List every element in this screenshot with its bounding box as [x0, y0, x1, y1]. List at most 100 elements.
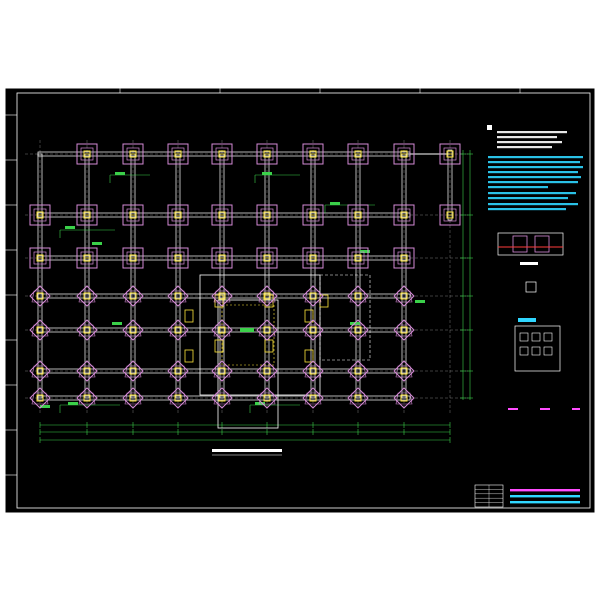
footing-step	[395, 365, 413, 378]
footing-outline	[256, 387, 278, 409]
column-icon	[446, 211, 454, 219]
footing-step	[349, 365, 367, 378]
dimension-layer	[39, 150, 473, 443]
footing-outline	[211, 285, 233, 307]
square-footing-icon	[29, 204, 51, 226]
diamond-footing-icon	[393, 285, 415, 307]
square-footing-icon	[122, 204, 144, 226]
column-icon	[309, 292, 317, 300]
note-text-line	[497, 146, 552, 149]
pile-detail	[525, 281, 537, 293]
footing-outline	[256, 204, 278, 226]
footing-outline	[256, 285, 278, 307]
column-icon	[354, 254, 362, 262]
diamond-footing-icon	[167, 285, 189, 307]
column-icon	[309, 367, 317, 375]
diamond-footing-icon	[256, 285, 278, 307]
footing-outline	[122, 319, 144, 341]
diamond-footing-icon	[29, 387, 51, 409]
column-icon	[354, 150, 362, 158]
footing-step	[258, 365, 276, 378]
legend-row	[488, 398, 583, 402]
footing-outline	[29, 360, 51, 382]
column-icon	[400, 211, 408, 219]
diamond-footing-icon	[122, 319, 144, 341]
column-icon	[83, 254, 91, 262]
column-icon	[36, 367, 44, 375]
footing-outline	[302, 285, 324, 307]
footing-outline	[393, 285, 415, 307]
square-footing-icon	[167, 247, 189, 269]
section-detail-outline	[497, 232, 564, 256]
square-footing-icon	[393, 143, 415, 165]
footing-outline	[302, 360, 324, 382]
general-notes	[487, 125, 583, 211]
column-icon	[309, 211, 317, 219]
column-icon	[218, 326, 226, 334]
plan-detail-outline	[514, 325, 561, 372]
diamond-footing-icon	[167, 387, 189, 409]
footing-outline	[256, 247, 278, 269]
dimension-text-mark	[115, 172, 125, 175]
column-icon	[400, 367, 408, 375]
footing-outline	[347, 387, 369, 409]
column-icon	[263, 367, 271, 375]
footing-step	[260, 251, 274, 265]
footing-outline	[211, 143, 233, 165]
section-caption-mark	[520, 262, 538, 265]
footing-outline	[122, 247, 144, 269]
diamond-footing-icon	[211, 319, 233, 341]
footing-outline	[211, 247, 233, 269]
column-icon	[218, 292, 226, 300]
footing-outline	[347, 247, 369, 269]
footing-outline	[347, 285, 369, 307]
footing-outline	[29, 204, 51, 226]
drawing-frame	[4, 87, 596, 514]
footing-step	[349, 290, 367, 303]
outer-frame	[4, 87, 596, 514]
footing-step	[126, 251, 140, 265]
footing-step	[395, 324, 413, 337]
footing-step	[304, 290, 322, 303]
column-icon	[129, 394, 137, 402]
diamond-footing-icon	[29, 319, 51, 341]
footing-step	[124, 392, 142, 405]
column-icon	[446, 150, 454, 158]
note-text-line	[488, 156, 583, 159]
column-icon	[309, 394, 317, 402]
column-icon	[129, 254, 137, 262]
footing-outline	[167, 360, 189, 382]
square-footing-icon	[256, 247, 278, 269]
footing-step	[124, 365, 142, 378]
pile-cap-mark	[543, 332, 553, 342]
footing-step	[258, 324, 276, 337]
square-footing-icon	[211, 204, 233, 226]
dimension-text-mark	[360, 250, 370, 253]
footing-step	[351, 147, 365, 161]
footing-outline	[211, 204, 233, 226]
footing-outline	[76, 285, 98, 307]
footing-outline	[29, 387, 51, 409]
column-icon	[309, 326, 317, 334]
footing-outline	[302, 143, 324, 165]
square-footing-icon	[122, 143, 144, 165]
note-text-line	[488, 192, 576, 195]
diamond-footing-icon	[122, 360, 144, 382]
footing-step	[213, 290, 231, 303]
column-icon	[174, 292, 182, 300]
footing-outline	[122, 285, 144, 307]
column-icon	[218, 211, 226, 219]
note-text-line	[488, 161, 580, 164]
diamond-footing-icon	[211, 387, 233, 409]
column-icon	[263, 254, 271, 262]
square-footing-icon	[347, 143, 369, 165]
footing-step	[260, 208, 274, 222]
column-icon	[218, 150, 226, 158]
legend-mark	[572, 408, 580, 410]
footing-step	[169, 365, 187, 378]
diamond-footing-icon	[393, 387, 415, 409]
column-icon	[174, 254, 182, 262]
plan-caption-mark	[212, 449, 282, 452]
